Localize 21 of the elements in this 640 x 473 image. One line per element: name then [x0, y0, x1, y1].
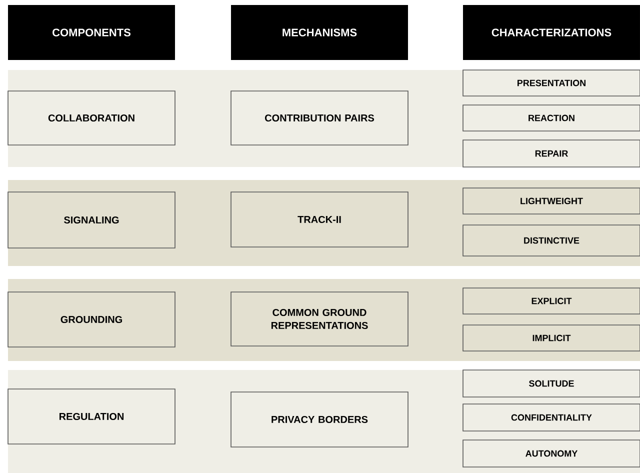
component-box: SIGNALING	[8, 192, 176, 248]
characterization-box: REACTION	[462, 104, 640, 132]
characterization-box: PRESENTATION	[462, 70, 640, 96]
mechanism-box: TRACK-II	[230, 192, 408, 248]
characterization-box: IMPLICIT	[462, 324, 640, 352]
mechanism-box: COMMON GROUND REPRESENTATIONS	[230, 292, 408, 346]
mechanism-box: CONTRIBUTION PAIRS	[230, 90, 408, 146]
component-box: GROUNDING	[8, 292, 176, 348]
component-box: COLLABORATION	[8, 90, 176, 146]
column-header: CHARACTERIZATIONS	[463, 5, 640, 60]
characterization-box: LIGHTWEIGHT	[462, 188, 640, 214]
characterization-box: REPAIR	[462, 140, 640, 168]
component-box: REGULATION	[8, 388, 176, 444]
column-header: COMPONENTS	[8, 5, 175, 60]
column-header: MECHANISMS	[231, 5, 408, 60]
characterization-box: CONFIDENTIALITY	[462, 404, 640, 432]
mechanism-box: PRIVACY BORDERS	[230, 392, 408, 448]
characterization-box: SOLITUDE	[462, 370, 640, 398]
characterization-box: EXPLICIT	[462, 288, 640, 314]
characterization-box: DISTINCTIVE	[462, 224, 640, 256]
characterization-box: AUTONOMY	[462, 440, 640, 468]
